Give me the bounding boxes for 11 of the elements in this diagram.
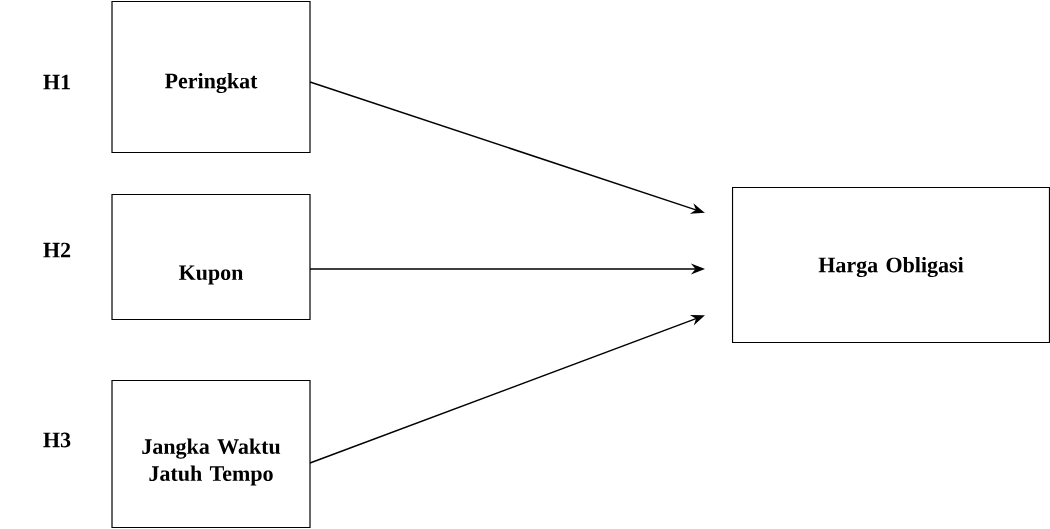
- box: [111, 0, 311, 154]
- box-text: Kupon: [179, 265, 244, 285]
- hypothesis-label: H2: [43, 242, 71, 258]
- box-text: Peringkat: [164, 72, 258, 94]
- hypothesis-label: H3: [43, 432, 71, 448]
- box: [111, 193, 311, 321]
- hypothesis-label: H1: [43, 74, 70, 90]
- box: [111, 379, 311, 529]
- box-text: Harga Obligasi: [818, 256, 964, 278]
- box: [731, 186, 1050, 344]
- box-text: Jangka Waktu Jatuh Tempo: [142, 438, 281, 486]
